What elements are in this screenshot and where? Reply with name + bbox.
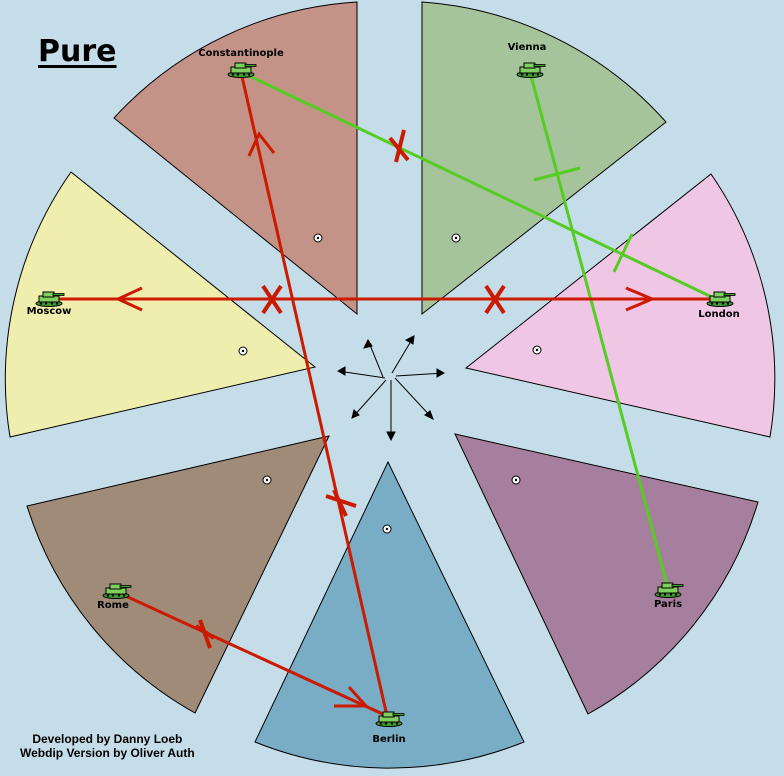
territory-constantinople[interactable] (113, 1, 358, 316)
cross-mark-icon (484, 284, 506, 315)
city-label-vienna: Vienna (507, 42, 547, 53)
supply-center-icon (532, 345, 542, 355)
arrow-icon (391, 335, 415, 374)
order-mark (533, 166, 581, 182)
city-label-london: London (698, 309, 740, 320)
order-line-rome-berlin (116, 590, 388, 718)
arrow-icon (395, 368, 446, 378)
territory-paris[interactable] (454, 433, 759, 715)
territory-rome[interactable] (26, 435, 330, 714)
order-line-constantinople-london (240, 70, 719, 302)
territory-moscow[interactable] (4, 171, 317, 438)
supply-center-icon (313, 233, 323, 243)
arrowhead-icon (114, 286, 143, 312)
arrow-icon (386, 380, 396, 442)
city-label-berlin: Berlin (372, 734, 406, 745)
cross-mark-icon (325, 489, 357, 517)
order-mark (612, 233, 634, 273)
order-line-berlin-constantinople (239, 71, 389, 717)
cross-mark-icon (388, 129, 410, 163)
city-label-constantinople: Constantinople (198, 48, 284, 59)
map-credits: Developed by Danny Loeb Webdip Version b… (20, 732, 195, 760)
arrowhead-icon (334, 685, 370, 708)
territory-berlin[interactable] (254, 460, 525, 769)
supply-center-icon (511, 475, 521, 485)
map-title: Pure (38, 34, 117, 69)
arrow-icon (363, 339, 384, 378)
arrow-icon (336, 366, 386, 379)
territory-london[interactable] (464, 173, 776, 438)
arrowhead-icon (625, 286, 656, 312)
cross-mark-icon (261, 284, 283, 315)
supply-center-icon (238, 346, 248, 356)
supply-center-icon (382, 524, 392, 534)
order-line-vienna-paris (528, 71, 670, 589)
arrow-icon (394, 377, 434, 421)
arrow-icon (351, 379, 387, 419)
arrowhead-icon (247, 131, 276, 157)
cross-mark-icon (194, 619, 216, 649)
territory-vienna[interactable] (421, 1, 667, 316)
supply-center-icon (451, 233, 461, 243)
supply-center-icon (262, 475, 272, 485)
credits-line-webdip: Webdip Version by Oliver Auth (20, 746, 195, 760)
city-label-paris: Paris (653, 599, 683, 610)
city-label-moscow: Moscow (26, 306, 72, 317)
credits-line-developer: Developed by Danny Loeb (32, 732, 183, 746)
city-label-rome: Rome (97, 600, 129, 611)
